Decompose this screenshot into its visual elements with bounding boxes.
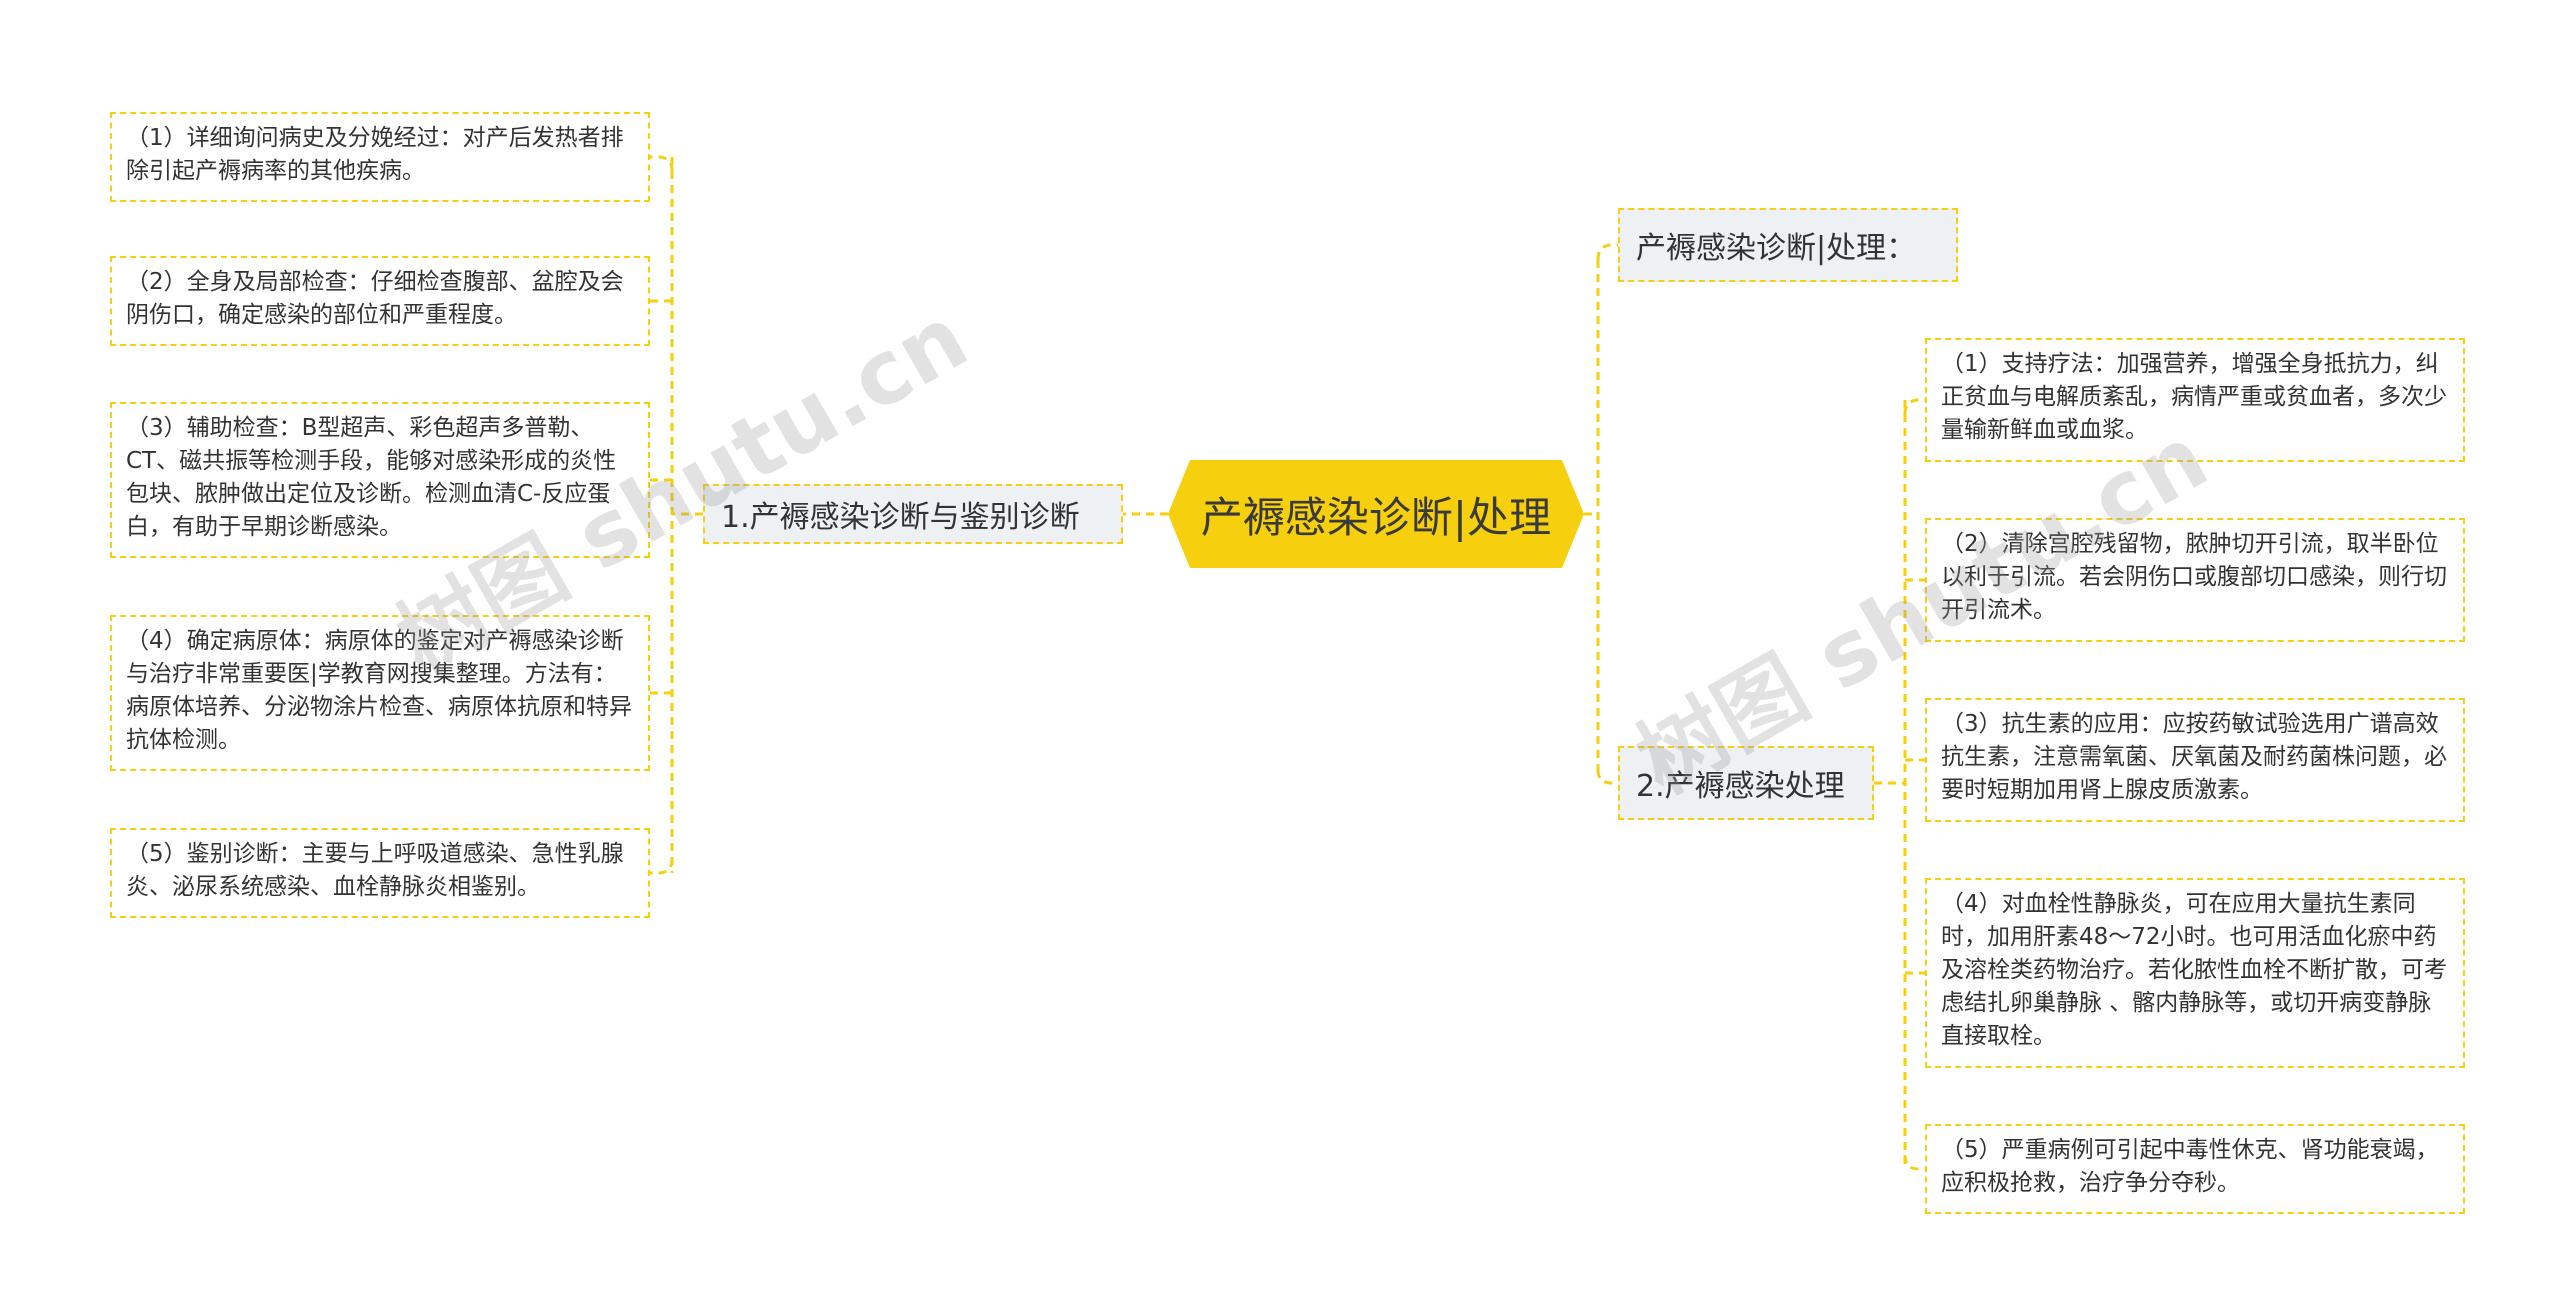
leaf-treatment-5[interactable]: （5）严重病例可引起中毒性休克、肾功能衰竭，应积极抢救，治疗争分夺秒。 [1925,1124,2465,1214]
leaf-diagnosis-1[interactable]: （1）详细询问病史及分娩经过：对产后发热者排除引起产褥病率的其他疾病。 [110,112,650,202]
branch-diagnosis[interactable]: 1.产褥感染诊断与鉴别诊断 [703,484,1123,544]
leaf-treatment-3[interactable]: （3）抗生素的应用：应按药敏试验选用广谱高效抗生素，注意需氧菌、厌氧菌及耐药菌株… [1925,698,2465,822]
branch-diagnosis-treatment-title[interactable]: 产褥感染诊断|处理： [1618,208,1958,282]
leaf-treatment-1[interactable]: （1）支持疗法：加强营养，增强全身抵抗力，纠正贫血与电解质紊乱，病情严重或贫血者… [1925,338,2465,462]
connector-line [650,858,674,875]
leaf-diagnosis-2[interactable]: （2）全身及局部检查：仔细检查腹部、盆腔及会阴伤口，确定感染的部位和严重程度。 [110,256,650,346]
root-node[interactable]: 产褥感染诊断|处理 [1168,460,1584,568]
leaf-treatment-2[interactable]: （2）清除宫腔残留物，脓肿切开引流，取半卧位以利于引流。若会阴伤口或腹部切口感染… [1925,518,2465,642]
connector-line [1596,243,1618,261]
connector-line [1903,1154,1925,1171]
branch-treatment[interactable]: 2.产褥感染处理 [1618,746,1874,820]
leaf-diagnosis-4[interactable]: （4）确定病原体：病原体的鉴定对产褥感染诊断与治疗非常重要医|学教育网搜集整理。… [110,615,650,771]
connector-line [1903,398,1925,415]
leaf-diagnosis-5[interactable]: （5）鉴别诊断：主要与上呼吸道感染、急性乳腺炎、泌尿系统感染、血栓静脉炎相鉴别。 [110,828,650,918]
leaf-diagnosis-3[interactable]: （3）辅助检查：B型超声、彩色超声多普勒、CT、磁共振等检测手段，能够对感染形成… [110,402,650,558]
connector-line [650,155,674,172]
leaf-treatment-4[interactable]: （4）对血栓性静脉炎，可在应用大量抗生素同时，加用肝素48～72小时。也可用活血… [1925,878,2465,1068]
connector-line [1596,769,1618,785]
